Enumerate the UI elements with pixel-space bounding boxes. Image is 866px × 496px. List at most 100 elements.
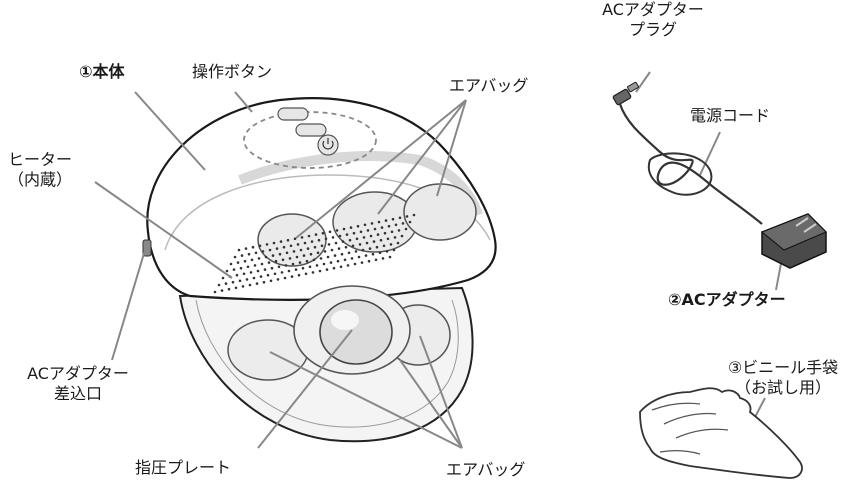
control-panel-outline <box>243 111 377 169</box>
heater-dot <box>269 279 273 283</box>
heater-dot <box>243 259 247 263</box>
label-heater: ヒーター （内蔵） <box>4 150 76 190</box>
heater-dot <box>351 244 355 248</box>
heater-dot <box>261 250 265 253</box>
heater-dot <box>349 226 353 229</box>
heater-dot <box>266 273 270 277</box>
heater-dot <box>336 259 340 263</box>
airbag-top-2 <box>332 191 418 253</box>
heater-dot <box>357 255 361 259</box>
heater-dot <box>271 254 275 257</box>
heater-dot <box>382 244 386 248</box>
heater-dot <box>238 279 242 283</box>
heater-dot <box>366 229 370 232</box>
heater-dot <box>308 265 312 269</box>
heater-dot <box>364 254 368 257</box>
heater-dot <box>350 257 354 260</box>
heater-dot <box>369 234 373 238</box>
heater-dot <box>255 282 259 285</box>
heater-dot <box>321 231 325 235</box>
heater-dot <box>237 248 241 252</box>
ac-adapter-prong-2 <box>803 223 817 233</box>
label-ac-plug: ACアダプター プラグ <box>598 0 708 40</box>
heater-dot <box>234 286 238 290</box>
heater-dot <box>347 251 351 255</box>
heater-dot <box>377 220 381 224</box>
leader-airbag-bottom-3 <box>399 359 463 449</box>
heater-dot <box>379 238 383 242</box>
heater-dot <box>367 259 371 263</box>
heater-dot <box>305 259 309 263</box>
heater-dot <box>310 240 314 243</box>
heater-dot <box>300 236 304 239</box>
heater-dot <box>368 247 372 250</box>
heater-dot <box>241 285 245 288</box>
top-shell-surface <box>238 151 483 217</box>
heater-dot <box>358 243 362 246</box>
heater-dot <box>401 222 405 225</box>
heater-dot <box>246 265 250 269</box>
power-icon <box>322 138 334 150</box>
heater-dot <box>290 275 294 278</box>
heater-dot <box>260 262 264 266</box>
heater-dot <box>341 240 345 243</box>
label-heater-line2: （内蔵） <box>7 170 72 189</box>
heater-dot <box>365 241 369 245</box>
shiatsu-plate <box>319 299 393 365</box>
heater-dot <box>376 233 380 236</box>
heater-dot <box>279 240 283 243</box>
heater-dot <box>352 231 356 235</box>
heater-dot <box>383 231 387 235</box>
heater-dot <box>332 266 336 270</box>
heater-dot <box>384 219 388 222</box>
ac-plug-tip <box>627 81 639 93</box>
heater-dot <box>282 245 286 249</box>
shiatsu-plate-highlight <box>331 310 359 330</box>
heater-dot <box>390 230 394 234</box>
mode-button[interactable] <box>277 107 309 121</box>
heater-dot <box>405 215 409 218</box>
heater-dot <box>293 237 297 241</box>
heater-dot <box>309 252 313 256</box>
top-shell <box>146 97 497 301</box>
heater-dot <box>397 229 401 232</box>
heater-dot <box>248 283 252 287</box>
heater-dot <box>270 266 274 270</box>
base-tray-inner <box>195 299 459 428</box>
heater-dot <box>220 289 224 292</box>
heater-dot <box>273 272 277 276</box>
heater-dot <box>362 236 366 239</box>
heat-button[interactable] <box>295 123 327 137</box>
power-cord <box>618 103 763 225</box>
heater-dot <box>244 247 248 250</box>
heater-dot <box>252 276 256 280</box>
heater-dot <box>342 227 346 231</box>
heater-dot <box>317 238 321 242</box>
label-vinyl-gloves-line2: （お試し用） <box>734 378 831 397</box>
heater-dot <box>296 243 300 246</box>
label-ac-inlet: ACアダプター 差込口 <box>18 364 138 404</box>
heater-dot <box>276 278 280 281</box>
heater-dot <box>235 273 239 277</box>
ac-adapter-assembly <box>612 81 827 269</box>
heater-dot <box>381 257 385 260</box>
power-button[interactable] <box>317 134 339 156</box>
heater-dot <box>250 258 254 262</box>
heater-dot <box>392 248 396 252</box>
leader-lines <box>94 71 783 449</box>
heater-dot <box>370 222 374 225</box>
heater-dot <box>253 264 257 267</box>
heater-dot <box>334 241 338 245</box>
heater-dot <box>280 271 284 274</box>
leader-ac-plug <box>635 71 651 93</box>
heater-dot <box>330 248 334 252</box>
heater-dot <box>316 251 320 255</box>
heater-dot <box>327 243 331 246</box>
heater-dot <box>391 217 395 221</box>
label-vinyl-gloves: ③ビニール手袋 （お試し用） <box>708 358 858 398</box>
heater-dot <box>257 257 261 260</box>
heater-dot <box>312 258 316 262</box>
heater-dot <box>297 273 301 277</box>
heater-dot <box>285 251 289 255</box>
glove-outline <box>639 387 803 479</box>
